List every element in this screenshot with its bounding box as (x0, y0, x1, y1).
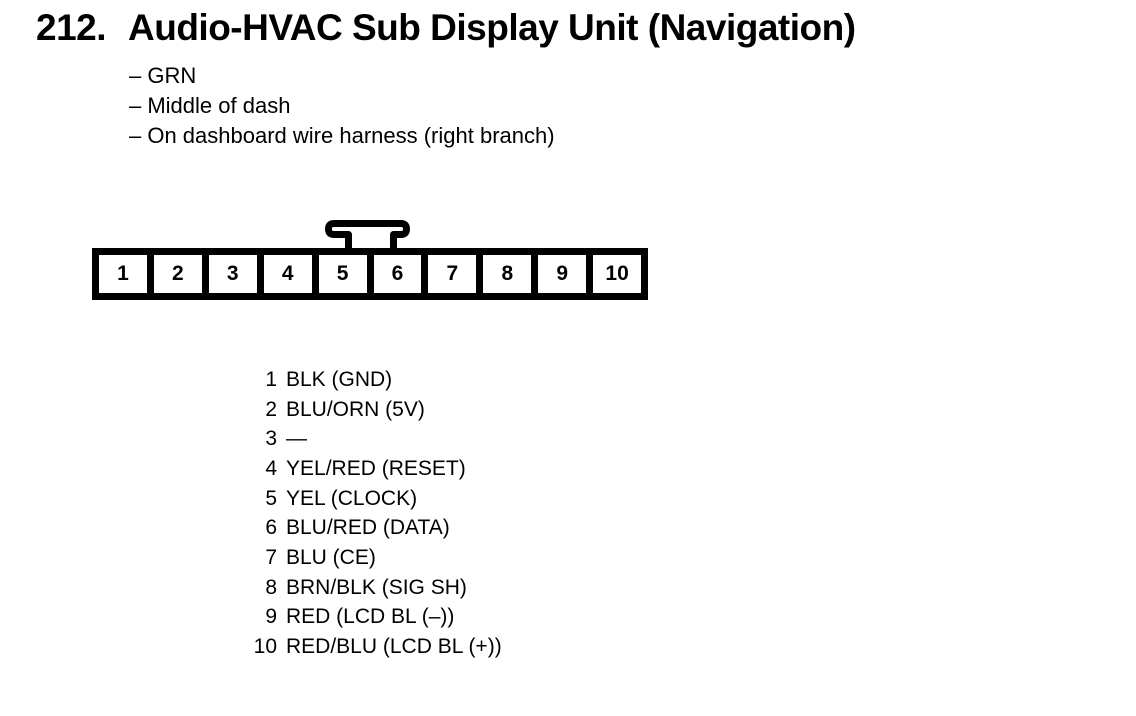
pinout-pin-number: 1 (265, 367, 277, 391)
connector-pin-cell: 6 (373, 255, 422, 293)
notes-list: – GRN – Middle of dash – On dashboard wi… (129, 61, 555, 151)
pinout-row: 9 RED (LCD BL (–)) (240, 603, 502, 633)
connector-pin-number: 2 (172, 262, 184, 285)
pinout-pin-number: 7 (265, 545, 277, 569)
pinout-wire-label: BLK (GND) (286, 367, 393, 391)
pinout-row: 10 RED/BLU (LCD BL (+)) (240, 632, 502, 662)
connector-pin-cell: 7 (428, 255, 477, 293)
section-number: 212. (36, 7, 107, 48)
pinout-wire-label: YEL (CLOCK) (286, 486, 418, 510)
pinout-wire-label: BLU (CE) (286, 545, 376, 569)
pinout-wire-label: BLU/ORN (5V) (286, 397, 425, 421)
pinout-wire-label: — (286, 427, 307, 451)
pinout-pin-number: 8 (265, 575, 277, 599)
pinout-row: 6 BLU/RED (DATA) (240, 513, 502, 543)
connector-pin-cell: 5 (318, 255, 367, 293)
note-line: – On dashboard wire harness (right branc… (129, 123, 555, 148)
connector-pin-cell: 1 (99, 255, 147, 293)
pinout-row: 8 BRN/BLK (SIG SH) (240, 573, 502, 603)
note-line: – GRN (129, 63, 197, 88)
connector-pin-number: 4 (281, 262, 294, 285)
pinout-row: 4 YEL/RED (RESET) (240, 454, 502, 484)
note-line: – Middle of dash (129, 93, 291, 118)
section-title: Audio-HVAC Sub Display Unit (Navigation) (128, 7, 856, 48)
pinout-row: 7 BLU (CE) (240, 543, 502, 573)
pinout-pin-number: 3 (265, 427, 277, 451)
pinout-wire-label: RED (LCD BL (–)) (286, 605, 455, 629)
connector-diagram: 1 2 3 4 5 6 (92, 217, 648, 300)
pinout-row: 3 — (240, 424, 502, 454)
connector-pin-number: 8 (501, 262, 514, 285)
connector-pin-cell: 10 (593, 255, 642, 293)
connector-pin-cell: 8 (483, 255, 532, 293)
connector-pin-cell: 4 (263, 255, 312, 293)
connector-pin-number: 3 (226, 262, 239, 285)
connector-pin-cell: 3 (208, 255, 257, 293)
pinout-pin-number: 4 (265, 456, 277, 480)
pinout-pin-number: 5 (265, 486, 277, 510)
connector-pin-number: 10 (605, 262, 629, 285)
pinout-row: 5 YEL (CLOCK) (240, 484, 502, 514)
pinout-row: 1 BLK (GND) (240, 365, 502, 395)
pinout-pin-number: 9 (265, 605, 277, 629)
connector-pin-number: 1 (117, 262, 129, 285)
pinout-wire-label: BLU/RED (DATA) (286, 516, 450, 540)
pinout-list: 1 BLK (GND) 2 BLU/ORN (5V) 3 — 4 YEL/RED… (240, 365, 502, 662)
connector-pin-number: 9 (556, 262, 569, 285)
pinout-pin-number: 6 (265, 516, 277, 540)
connector-pin-cell: 9 (538, 255, 587, 293)
connector-pin-cell: 2 (153, 255, 202, 293)
pinout-pin-number: 2 (265, 397, 277, 421)
connector-pin-number: 7 (446, 262, 459, 285)
connector-body: 1 2 3 4 5 6 (92, 248, 648, 300)
connector-pin-number: 6 (391, 262, 404, 285)
pinout-wire-label: BRN/BLK (SIG SH) (286, 575, 467, 599)
pinout-wire-label: RED/BLU (LCD BL (+)) (286, 635, 502, 659)
connector-pin-number: 5 (336, 262, 349, 285)
pinout-pin-number: 10 (253, 635, 277, 659)
section-heading: 212. Audio-HVAC Sub Display Unit (Naviga… (36, 6, 856, 50)
pinout-wire-label: YEL/RED (RESET) (286, 456, 466, 480)
connector-lock-tab-icon (325, 220, 410, 248)
pinout-row: 2 BLU/ORN (5V) (240, 395, 502, 425)
